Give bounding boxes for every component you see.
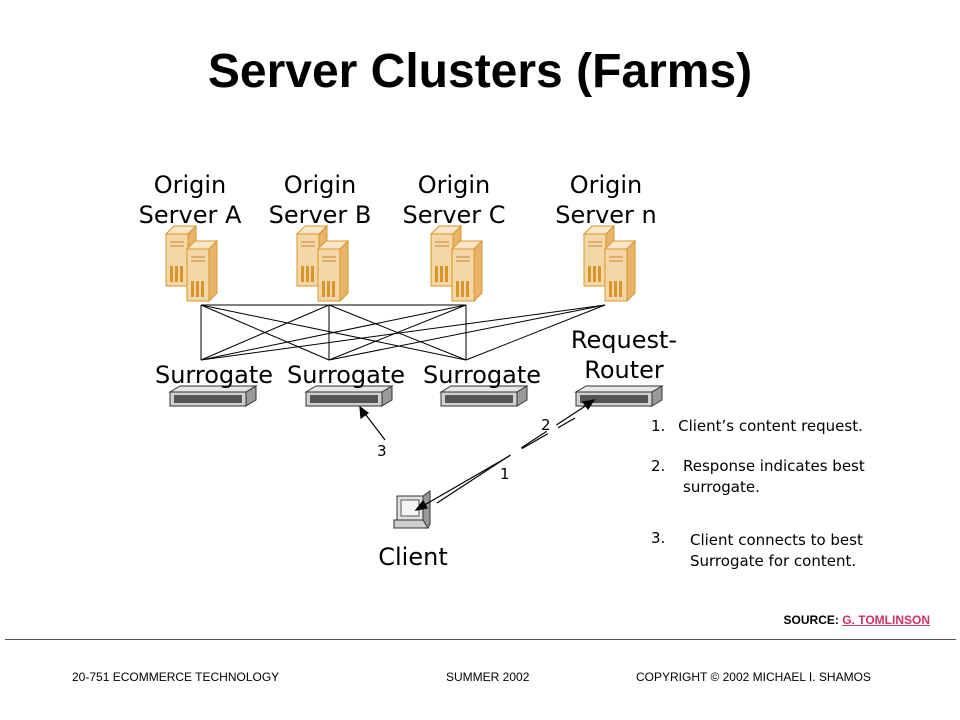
client-computer-icon: [393, 490, 431, 530]
arrow-number-1: 1: [500, 465, 510, 483]
origin-server-n-line2: Server n: [555, 201, 657, 229]
origin-server-a-line2: Server A: [138, 201, 242, 229]
source-label: SOURCE:: [783, 613, 839, 627]
step-1: 1. Client’s content request.: [651, 416, 863, 437]
origin-server-c-line1: Origin: [417, 171, 491, 199]
request-router-label: Request- Router: [554, 325, 694, 385]
origin-server-c-line2: Server C: [402, 201, 506, 229]
origin-server-c-label: Origin Server C: [374, 170, 534, 230]
footer-course: 20-751 ECOMMERCE TECHNOLOGY: [72, 670, 280, 684]
server-icon-a: [165, 225, 218, 302]
step-3-number: 3.: [651, 529, 666, 547]
page-title: Server Clusters (Farms): [207, 45, 753, 98]
step-1-text: Client’s content request.: [678, 417, 863, 435]
origin-server-n-line1: Origin: [569, 171, 643, 199]
origin-server-b-line2: Server B: [268, 201, 372, 229]
step-2: 2. Response indicates best surrogate.: [651, 456, 865, 498]
surrogate-label-1: Surrogate: [154, 361, 274, 389]
origin-server-b-label: Origin Server B: [240, 170, 400, 230]
source-link[interactable]: G. TOMLINSON: [842, 613, 930, 627]
footer-divider: [5, 639, 956, 640]
surrogate-label-3: Surrogate: [422, 361, 542, 389]
arrow-number-3: 3: [377, 442, 387, 460]
origin-server-a-label: Origin Server A: [110, 170, 270, 230]
origin-server-a-line1: Origin: [153, 171, 227, 199]
step-1-number: 1.: [651, 417, 666, 435]
server-icon-b: [296, 225, 349, 302]
request-router-line1: Request-: [570, 326, 678, 354]
server-icon-n: [583, 225, 636, 302]
surrogate-label-2: Surrogate: [286, 361, 406, 389]
server-icon-c: [430, 225, 483, 302]
mesh-links: [200, 304, 606, 361]
step-2-line2: surrogate.: [683, 478, 760, 496]
request-arrows: [359, 399, 596, 511]
origin-server-n-label: Origin Server n: [526, 170, 686, 230]
source-credit: SOURCE: G. TOMLINSON: [784, 613, 930, 627]
arrow-gaps: [509, 423, 559, 459]
footer-copyright: COPYRIGHT © 2002 MICHAEL I. SHAMOS: [636, 670, 871, 684]
step-2-line1: Response indicates best: [683, 457, 865, 475]
footer-term: SUMMER 2002: [446, 670, 530, 684]
arrow-number-2: 2: [541, 416, 551, 434]
client-label: Client: [378, 543, 448, 571]
step-3-line1: Client connects to best: [690, 531, 863, 549]
step-3-line2: Surrogate for content.: [690, 552, 857, 570]
step-2-number: 2.: [651, 457, 666, 475]
step-3: Client connects to best Surrogate for co…: [690, 530, 863, 572]
request-router-line2: Router: [584, 356, 664, 384]
origin-server-b-line1: Origin: [283, 171, 357, 199]
